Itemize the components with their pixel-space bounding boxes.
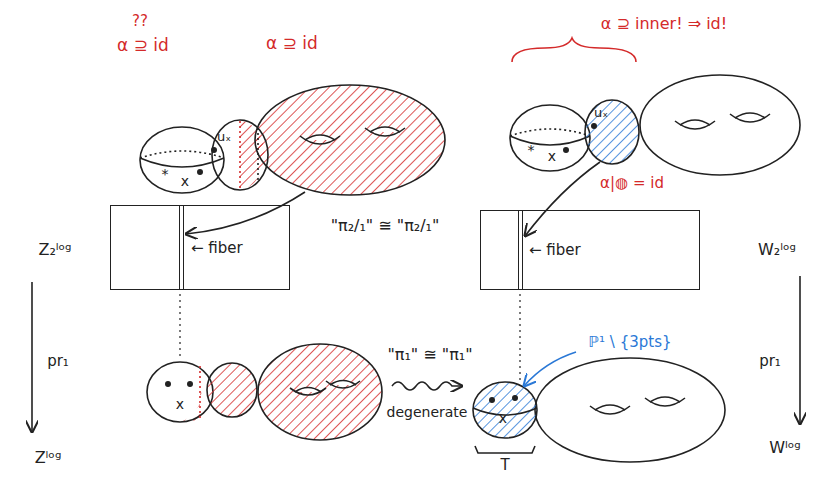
fiber-line [518, 211, 523, 289]
dotted-leader [179, 294, 180, 356]
pointer-arrow [525, 162, 600, 236]
surface-w [473, 358, 725, 462]
map-name: pr₁ [759, 353, 781, 370]
fiber-label: ← fiber [191, 239, 243, 257]
point-name: uₓ [217, 130, 231, 145]
space-name: Z₂ˡᵒᵍ [38, 241, 71, 259]
space-name: Wˡᵒᵍ [769, 439, 801, 457]
annotation: α ⊇ id [266, 34, 318, 54]
annotation: α|◍ = id [600, 175, 664, 192]
surface-z2 [140, 85, 445, 195]
annotation: ℙ¹ \ {3pts} [589, 334, 672, 351]
pointer-arrow [524, 352, 576, 386]
bracket-label: T [500, 457, 509, 474]
projection-arrow [31, 282, 33, 432]
fiber-line [179, 206, 184, 289]
isomorphism-note: "π₂/₁" ≅ "π₂/₁" [331, 217, 440, 235]
degenerate-arrow [392, 382, 462, 390]
point-mark: x [499, 410, 507, 426]
point-mark: x [548, 148, 556, 164]
uncertain-mark: ?? [132, 13, 148, 30]
fiber-box: ← fiber [110, 205, 290, 290]
space-name: Zˡᵒᵍ [35, 449, 62, 467]
space-name: W₂ˡᵒᵍ [758, 241, 796, 259]
point-mark: * [528, 142, 535, 158]
surface-z [147, 344, 382, 440]
point-mark: x [181, 173, 189, 189]
annotation: degenerate [387, 404, 468, 420]
fiber-label: ← fiber [529, 241, 581, 259]
annotation: α ⊇ id [117, 36, 169, 56]
annotation: α ⊇ inner! ⇒ id! [601, 15, 727, 33]
point-name: uₓ [594, 106, 608, 121]
point-mark: x [176, 396, 184, 412]
pointer-arrow [186, 192, 305, 234]
projection-arrow [799, 276, 801, 424]
dotted-leader [519, 294, 520, 380]
map-name: pr₁ [47, 353, 69, 370]
isomorphism-note: "π₁" ≅ "π₁" [387, 346, 472, 364]
fiber-box: ← fiber [480, 210, 700, 290]
point-mark: * [162, 166, 169, 182]
surface-w2 [510, 38, 800, 175]
